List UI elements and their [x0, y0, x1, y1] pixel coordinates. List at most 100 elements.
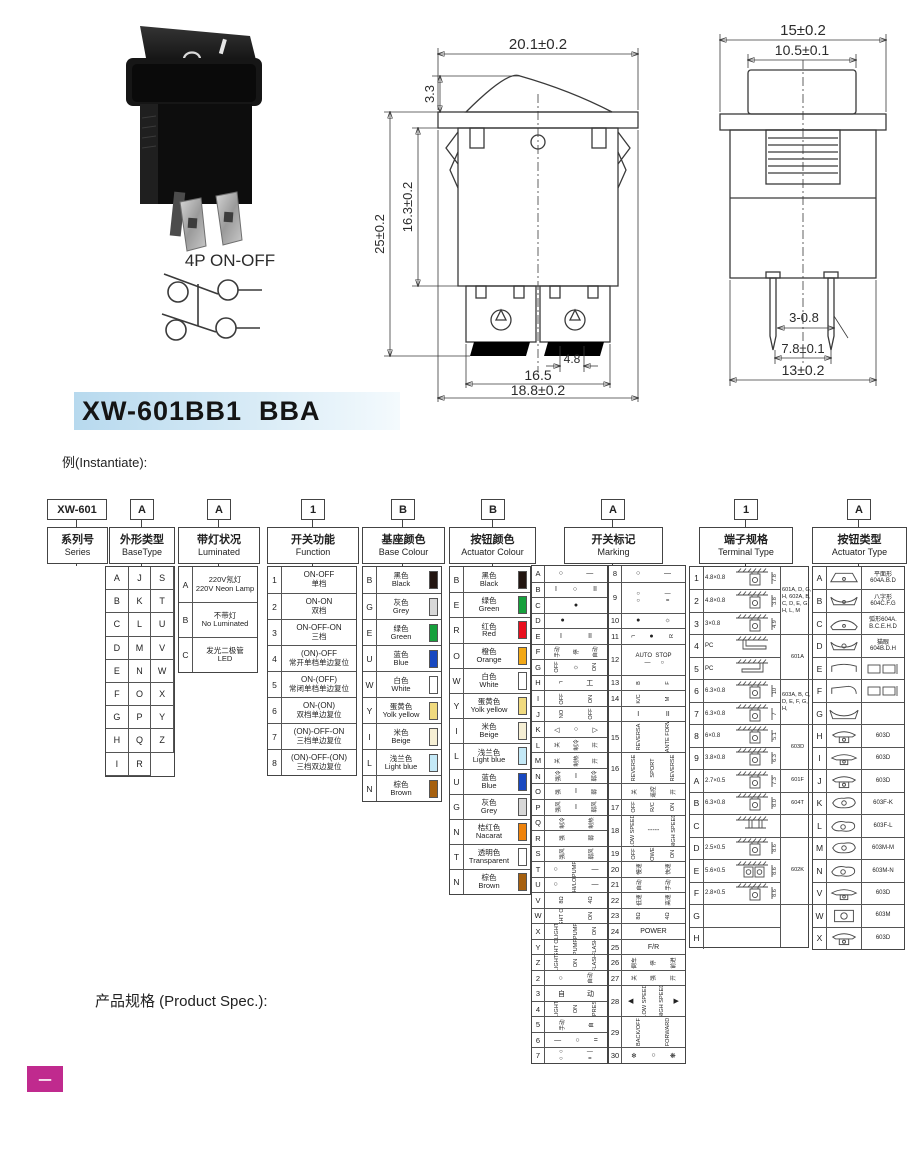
marking-rotated-text: 开: [593, 742, 600, 748]
marking-rotated-text: PUMP: [572, 924, 579, 939]
terminal-key: H: [690, 927, 704, 949]
marking-cell: 制冷: [558, 816, 566, 831]
marking-cell: ●: [573, 601, 579, 609]
marking-cell: R/C: [649, 800, 657, 815]
marking-rotated-text: BACK/OFF: [635, 1018, 642, 1047]
marking-content: ❄○❋: [622, 1048, 685, 1063]
terminal-size: [704, 928, 734, 949]
marking-cell: ⌐: [558, 679, 563, 687]
marking-rotated-text: ON: [572, 1004, 579, 1014]
svg-text:3.8: 3.8: [772, 597, 778, 605]
marking-key: F: [532, 644, 545, 660]
function-cn: 双档单边复位: [296, 709, 342, 719]
actuator-type-label: 603D: [862, 725, 904, 746]
base-colour-swatch-wrap: [425, 567, 441, 593]
marking-row: A○—: [532, 566, 607, 582]
page-marker: 一: [27, 1066, 63, 1092]
marking-key: K: [532, 722, 545, 737]
marking-key: Z: [532, 955, 545, 970]
actuator-colour-swatch-wrap: [514, 644, 530, 668]
front-view-drawing: 20.1±0.2 3.3 16.3±0.2 25±0.2 4.8 16.5 18…: [372, 36, 670, 402]
marking-cell: COMPRESSOR: [591, 1002, 599, 1017]
marking-rotated-text: HI/LO: [571, 877, 578, 893]
actuator-colour-en: Black: [479, 578, 499, 588]
marking-key: Q: [532, 815, 545, 831]
marking-content: 关强开: [622, 971, 685, 986]
terminal-icon: 5.1: [734, 725, 780, 746]
marking-content: LOW SPEED-----HIGH SPEED: [622, 816, 685, 846]
marking-rotated-text: 强: [555, 788, 562, 795]
marking-rotated-text: 强冷: [555, 770, 562, 782]
marking-key: B: [532, 582, 545, 598]
terminal-key: C: [690, 815, 704, 837]
actuator-colour-key: I: [450, 719, 464, 744]
terminal-group-label: [781, 904, 814, 949]
actuator-type-key: I: [813, 747, 827, 770]
actuator-type-label: 603F-L: [862, 815, 904, 836]
marking-content: ○PUMP—: [545, 862, 607, 877]
circuit-schematic: 4P ON-OFF: [161, 252, 275, 341]
base-colour-key: E: [363, 620, 377, 645]
colour-swatch: [517, 848, 527, 867]
marking-key: X: [532, 924, 545, 939]
header-cn-series: 系列号: [61, 534, 94, 546]
actuator-type-icon: [827, 725, 862, 747]
marking-rotated-text: 制冷: [559, 817, 566, 829]
marking-cell: 手动: [553, 645, 561, 660]
actuator-colour-key: U: [450, 769, 464, 794]
marking-rotated-text: NO: [558, 709, 565, 719]
marking-rotated-text: R/C: [650, 802, 657, 813]
marking-rotated-text: LIGHT: [553, 924, 560, 939]
marking-content: 手动停自动: [545, 645, 607, 660]
marking-row: 30❄○❋: [609, 1047, 685, 1063]
marking-cell: M: [664, 691, 672, 706]
side-view-drawing: 15±0.2 10.5±0.1 3-0.8 7.8±0.1 13±0.2: [686, 22, 920, 386]
header-cn-marking: 开关标记: [591, 534, 636, 546]
actuator-type-label: 603D: [862, 748, 904, 769]
marking-row: K◁○▷: [532, 721, 607, 737]
terminal-icon: 8.6: [734, 838, 780, 859]
marking-rotated-text: 自: [588, 1021, 595, 1028]
function-cn: 三档双边复位: [296, 761, 342, 771]
marking-cell: —: [591, 865, 599, 873]
marking-cell: II: [588, 632, 592, 640]
marking-content: 关制热开: [545, 753, 607, 768]
terminal-key: E: [690, 860, 704, 882]
actuator-type-label: 弧形604A.B.C.E.H.D: [862, 613, 904, 634]
actuator-type-key: G: [813, 702, 827, 725]
marking-rotated-text: HIGH SPEED: [658, 986, 665, 1017]
terminal-size: 5.6×0.5: [705, 867, 726, 874]
basetype-cell: Q: [128, 729, 152, 753]
connector-actuator_type: [858, 519, 859, 527]
actuator-type-row: G: [813, 701, 904, 725]
actuator-type-icon: [827, 567, 862, 590]
function-name: ON-(OFF)常闭单档单边复位: [282, 672, 356, 697]
marking-row: 6—○=: [532, 1031, 607, 1048]
connector2-terminal: [745, 563, 746, 566]
marking-content: ●: [545, 614, 607, 629]
base-colour-en: Brown: [390, 787, 412, 797]
marking-cell: -----: [647, 827, 660, 835]
actuator-colour-key: N: [450, 870, 464, 895]
colour-swatch: [428, 597, 438, 616]
function-cn: 常闭单档单边复位: [289, 683, 349, 693]
marking-key: 17: [609, 799, 622, 815]
function-en: (ON)-OFF-ON: [293, 726, 345, 736]
marking-content: 自动: [545, 986, 607, 1001]
marking-row: C●: [532, 597, 607, 613]
marking-content: —○=: [545, 1033, 607, 1048]
